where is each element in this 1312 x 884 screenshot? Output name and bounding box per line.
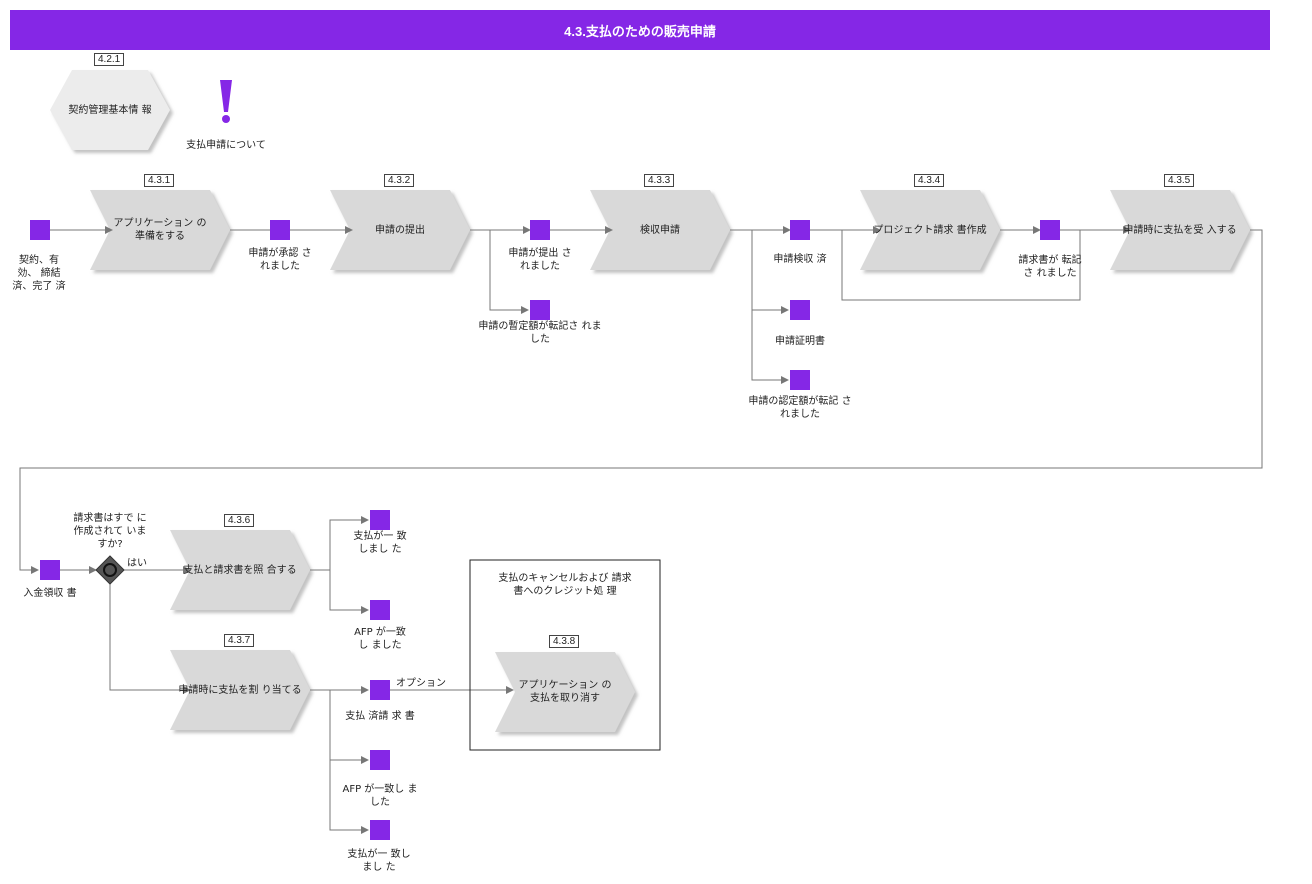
function-4-3-4-label: プロジェクト請求 書作成: [873, 224, 987, 236]
option-label: オプション: [396, 678, 446, 689]
function-4-3-7-shape[interactable]: [170, 650, 310, 730]
cancel-group-box: [469, 559, 661, 751]
event-label: 支払が一 致しまし た: [347, 849, 411, 873]
badge-4-3-4: 4.3.4: [914, 174, 945, 187]
badge-4-3-5: 4.3.5: [1164, 174, 1195, 187]
cancel-group-title: 支払のキャンセルおよび 請求書へのクレジット処 理: [498, 573, 632, 597]
event-square[interactable]: [790, 220, 810, 240]
function-4-3-7-label: 申請時に支払を割 り当てる: [178, 684, 302, 696]
start-badge: 4.2.1: [94, 53, 125, 66]
function-4-3-3-label: 検収申請: [640, 224, 680, 236]
function-4-3-6-shape[interactable]: [170, 530, 310, 610]
function-4-3-6-label: 支払と請求書を照 合する: [183, 564, 297, 576]
badge-4-3-8: 4.3.8: [549, 635, 580, 648]
start-process-label: 契約管理基本情 報: [68, 104, 152, 116]
function-4-3-5-label: 申請時に支払を受 入する: [1123, 224, 1237, 236]
event-square[interactable]: [40, 560, 60, 580]
badge-4-3-6: 4.3.6: [224, 514, 255, 527]
event-square[interactable]: [1040, 220, 1060, 240]
xor-gateway[interactable]: [95, 555, 125, 585]
badge-4-3-2: 4.3.2: [384, 174, 415, 187]
function-4-3-4-shape[interactable]: [860, 190, 1000, 270]
event-square[interactable]: [270, 220, 290, 240]
exclamation-icon: [220, 80, 232, 123]
event-square[interactable]: [790, 300, 810, 320]
badge-4-3-7: 4.3.7: [224, 634, 255, 647]
function-4-3-3-shape[interactable]: [590, 190, 730, 270]
event-label: AFP が一致し ました: [342, 784, 418, 808]
event-label: 支払が一 致しまし た: [353, 531, 407, 555]
note-label: 支払申請について: [186, 140, 266, 151]
event-label: 契約、有 効、 締結 済、完了 済: [12, 255, 66, 292]
event-square[interactable]: [790, 370, 810, 390]
badge-4-3-1: 4.3.1: [144, 174, 175, 187]
function-4-3-2-shape[interactable]: [330, 190, 470, 270]
function-4-3-8-label: アプリケーション の支払を取り消す: [518, 680, 612, 704]
function-4-3-2-label: 申請の提出: [375, 224, 425, 236]
gateway-yes-label: はい: [127, 558, 147, 569]
event-label: 申請証明書: [775, 336, 825, 347]
connectors: [19, 226, 1263, 834]
event-label: AFP が一致し ました: [354, 627, 406, 651]
event-square[interactable]: [370, 600, 390, 620]
event-square[interactable]: [370, 510, 390, 530]
event-square[interactable]: [370, 820, 390, 840]
event-label: 入金領収 書: [23, 588, 77, 599]
event-label: 申請が提出 されました: [508, 248, 572, 272]
function-4-3-8-shape[interactable]: [495, 652, 635, 732]
gateway-question: 請求書はすで に作成されて いますか?: [73, 513, 147, 550]
event-square[interactable]: [370, 680, 390, 700]
event-square[interactable]: [530, 300, 550, 320]
event-square[interactable]: [370, 750, 390, 770]
event-label: 申請の認定額が転記 さ れました: [748, 396, 852, 420]
event-square[interactable]: [530, 220, 550, 240]
function-4-3-1-shape[interactable]: [90, 190, 230, 270]
event-label: 申請検収 済: [773, 254, 827, 265]
event-label: 支払 済請 求 書: [345, 711, 415, 722]
event-label: 申請の暫定額が転記さ れました: [478, 321, 602, 345]
function-4-3-1-label: アプリケーション の準備をする: [113, 218, 207, 242]
event-square[interactable]: [30, 220, 50, 240]
badge-4-3-3: 4.3.3: [644, 174, 675, 187]
diagram-title: 4.3.支払のための販売申請: [10, 10, 1270, 50]
start-process-hexagon[interactable]: [50, 70, 170, 150]
event-label: 請求書が 転記 さ れました: [1018, 255, 1082, 279]
event-label: 申請が承認 されました: [248, 248, 312, 272]
function-4-3-5-shape[interactable]: [1110, 190, 1250, 270]
